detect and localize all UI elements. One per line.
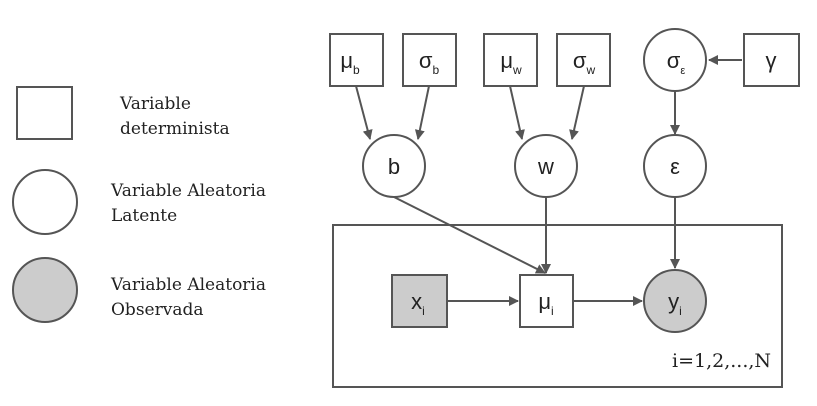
node-sigma_eps: σε (643, 28, 707, 92)
edge-mu_w-to-w (509, 85, 525, 140)
plate-label: i=1,2,...,N (672, 350, 771, 372)
edge-sigma_w-to-w (569, 85, 585, 140)
node-sigma_w: σw (556, 33, 611, 87)
svg-text:μw: μw (500, 48, 522, 77)
legend-deterministic-square (16, 86, 73, 140)
legend-deterministic-label: Variable determinista (119, 94, 230, 139)
svg-text:γ: γ (766, 48, 777, 73)
svg-text:σε: σε (667, 48, 686, 77)
edge-sigma_b-to-b (414, 85, 430, 140)
svg-text:b: b (388, 154, 400, 179)
edges (355, 55, 742, 306)
legend-latent-label: Variable Aleatoria Latente (110, 181, 271, 226)
node-sigma_b: σb (402, 33, 457, 87)
svg-text:w: w (537, 154, 554, 179)
node-mu_i: μi (519, 274, 574, 328)
svg-text:ε: ε (670, 154, 680, 179)
svg-text:σb: σb (419, 48, 440, 77)
node-gamma: γ (743, 33, 800, 87)
node-y_i: yi (643, 269, 707, 333)
svg-text:μb: μb (340, 48, 360, 77)
node-mu_w: μw (483, 33, 538, 87)
legend: Variable determinista Variable Aleatoria… (12, 86, 271, 323)
edge-b-to-mu_i (393, 196, 546, 274)
legend-observed-circle (12, 257, 78, 323)
svg-text:yi: yi (668, 289, 682, 318)
svg-text:σw: σw (573, 48, 596, 77)
svg-text:μi: μi (538, 289, 553, 318)
svg-text:xi: xi (411, 289, 425, 318)
node-x_i: xi (391, 274, 448, 328)
node-b: b (362, 134, 426, 198)
node-w: w (514, 134, 578, 198)
node-eps: ε (643, 134, 707, 198)
legend-latent-circle (12, 169, 78, 235)
node-mu_b: μb (329, 33, 384, 87)
legend-observed-label: Variable Aleatoria Observada (110, 275, 271, 320)
plate-box (332, 224, 783, 388)
edge-mu_b-to-b (355, 85, 373, 140)
